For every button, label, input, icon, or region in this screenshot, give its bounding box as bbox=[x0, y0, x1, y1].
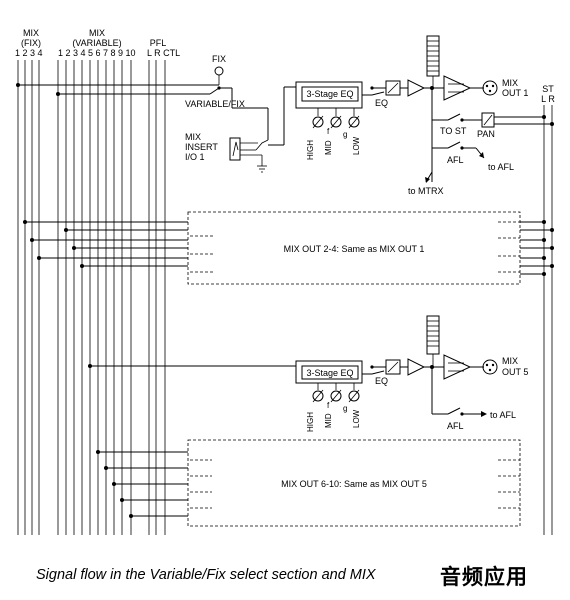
mix-out-5-label-a: MIX bbox=[502, 356, 518, 366]
to-st-switch-icon bbox=[447, 113, 461, 121]
eq-switch-icon-1 bbox=[371, 91, 385, 96]
mix-fix-sublabel: (FIX) bbox=[21, 38, 41, 48]
eq-label-5: 3-Stage EQ bbox=[306, 368, 353, 378]
eq-switch-icon-5 bbox=[371, 370, 385, 375]
eq-f-label-5: f bbox=[327, 401, 330, 410]
mix-out-5-label-b: OUT 5 bbox=[502, 367, 528, 377]
mix-out-1-channel: FIX VARIABLE/FIX MIX INSERT I/O 1 bbox=[16, 35, 554, 196]
mix-out-5-channel: 3-Stage EQ HIGH MID f g LOW EQ bbox=[88, 315, 528, 432]
mix-insert-label-1: MIX bbox=[185, 132, 201, 142]
eq-low-label-1: LOW bbox=[352, 136, 361, 155]
mix-insert-label-2: INSERT bbox=[185, 142, 218, 152]
meter-icon-5 bbox=[426, 315, 440, 355]
afl-label-5: AFL bbox=[447, 421, 464, 431]
st-sublabel: L R bbox=[541, 94, 555, 104]
mix-out-1-label-a: MIX bbox=[502, 78, 518, 88]
afl-switch-icon-1 bbox=[447, 141, 461, 149]
buffer-amp-icon-5 bbox=[407, 358, 426, 376]
eq-high-label-5: HIGH bbox=[306, 412, 315, 432]
mix-out-1-label-b: OUT 1 bbox=[502, 88, 528, 98]
variable-fix-switch-icon bbox=[209, 87, 220, 95]
to-afl-label-1: to AFL bbox=[488, 162, 514, 172]
pfl-label: PFL bbox=[150, 38, 167, 48]
figure-caption: Signal flow in the Variable/Fix select s… bbox=[36, 567, 376, 583]
variable-fix-label: VARIABLE/FIX bbox=[185, 99, 245, 109]
afl-switch-icon-5 bbox=[447, 407, 461, 415]
xlr-output-icon-1 bbox=[482, 80, 498, 96]
mix-variable-label: MIX bbox=[89, 28, 105, 38]
eq-mid-label-1: MID bbox=[324, 140, 333, 155]
mix-variable-sublabel: (VARIABLE) bbox=[72, 38, 121, 48]
eq-low-label-5: LOW bbox=[352, 409, 361, 428]
eq-f-label-1: f bbox=[327, 127, 330, 136]
eq-knobs-5 bbox=[312, 383, 360, 403]
to-afl-label-5: to AFL bbox=[490, 410, 516, 420]
mix-out-6-10-label: MIX OUT 6-10: Same as MIX OUT 5 bbox=[281, 479, 427, 489]
output-amp-icon-1 bbox=[443, 75, 472, 101]
eq-switch-label-1: EQ bbox=[375, 98, 388, 108]
afl-label-1: AFL bbox=[447, 155, 464, 165]
eq-mid-label-5: MID bbox=[324, 413, 333, 428]
mix-out-6-10-block: MIX OUT 6-10: Same as MIX OUT 5 bbox=[96, 439, 521, 527]
mix-fix-label: MIX bbox=[23, 28, 39, 38]
fix-jack-icon bbox=[214, 66, 224, 76]
fix-label: FIX bbox=[212, 54, 226, 64]
bus-lines bbox=[17, 60, 553, 535]
insert-jack-icon bbox=[229, 137, 241, 161]
eq-g-label-1: g bbox=[343, 130, 347, 139]
st-label: ST bbox=[542, 84, 554, 94]
eq-switch-label-5: EQ bbox=[375, 376, 388, 386]
mix-out-2-4-block: MIX OUT 2-4: Same as MIX OUT 1 bbox=[23, 211, 554, 285]
mix-variable-numbers: 1 2 3 4 5 6 7 8 9 10 bbox=[58, 48, 136, 58]
mix-insert-label-3: I/O 1 bbox=[185, 152, 205, 162]
pfl-sublabel: L R CTL bbox=[147, 48, 180, 58]
eq-label-1: 3-Stage EQ bbox=[306, 89, 353, 99]
watermark-logo: 音频应用 bbox=[440, 565, 528, 589]
xlr-output-icon-5 bbox=[482, 359, 498, 375]
mix-out-6-10-box bbox=[187, 439, 521, 527]
mix-fix-numbers: 1 2 3 4 bbox=[15, 48, 43, 58]
buffer-amp-icon-1 bbox=[407, 79, 426, 97]
output-amp-icon-5 bbox=[443, 354, 472, 380]
mix-out-2-4-label: MIX OUT 2-4: Same as MIX OUT 1 bbox=[284, 244, 425, 254]
eq-knobs-1 bbox=[312, 108, 360, 129]
to-st-label: TO ST bbox=[440, 126, 467, 136]
to-mtrx-label: to MTRX bbox=[408, 186, 444, 196]
eq-g-label-5: g bbox=[343, 404, 347, 413]
eq-high-label-1: HIGH bbox=[306, 140, 315, 160]
pan-label: PAN bbox=[477, 129, 495, 139]
